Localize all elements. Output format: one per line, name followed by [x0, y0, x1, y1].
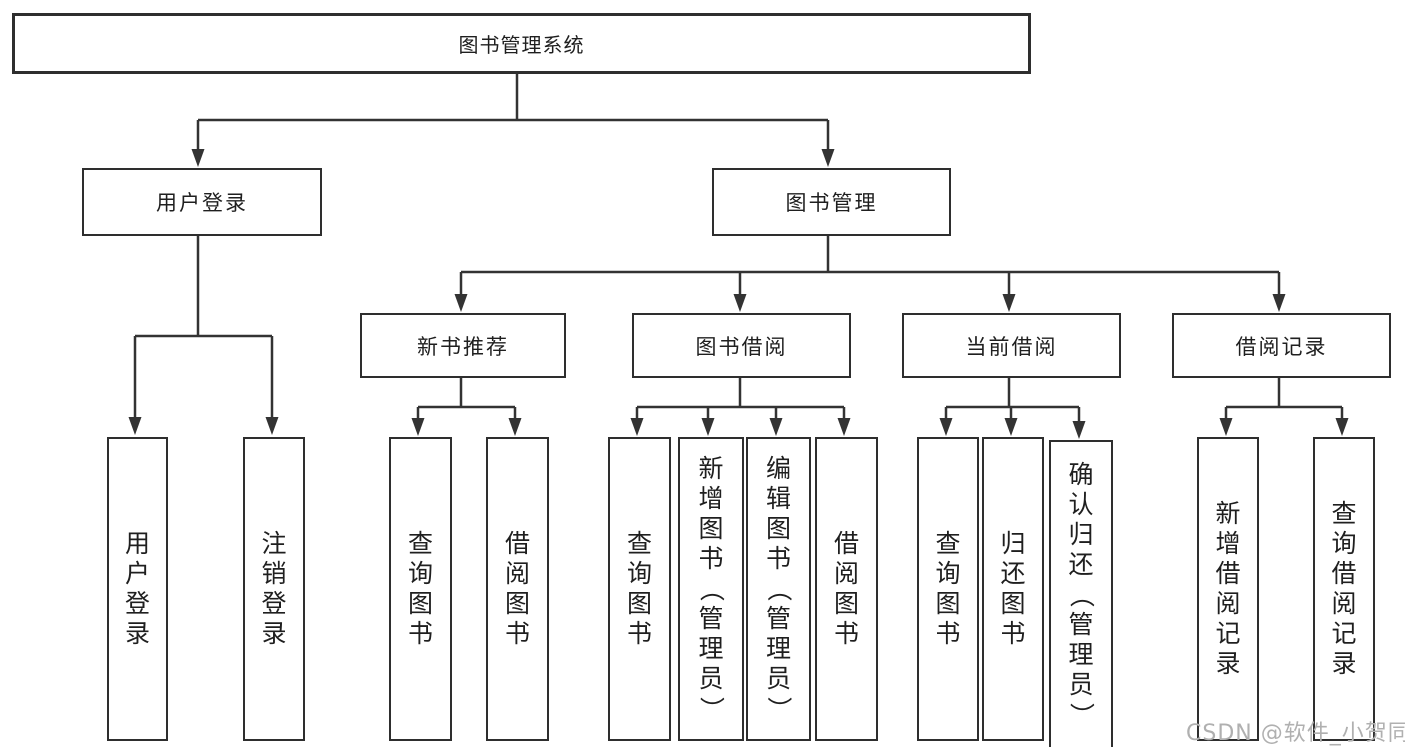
leaf-borrow-books: 借阅图书 — [486, 437, 549, 741]
leaf-query-books: 查询图书 — [917, 437, 979, 741]
leaf-query-borrow-record: 查询借阅记录 — [1313, 437, 1375, 741]
leaf-query-books: 查询图书 — [389, 437, 452, 741]
node-user-login: 用户登录 — [82, 168, 322, 236]
node-borrowing-records: 借阅记录 — [1172, 313, 1391, 378]
leaf-confirm-return-admin: 确认归还（管理员） — [1049, 440, 1113, 747]
leaf-query-books: 查询图书 — [608, 437, 671, 741]
leaf-add-book-admin: 新增图书（管理员） — [678, 437, 744, 741]
node-library-management-system: 图书管理系统 — [12, 13, 1031, 74]
leaf-return-books: 归还图书 — [982, 437, 1044, 741]
leaf-add-borrow-record: 新增借阅记录 — [1197, 437, 1259, 741]
node-new-book-recommendation: 新书推荐 — [360, 313, 566, 378]
node-book-management: 图书管理 — [712, 168, 951, 236]
arrowheads — [128, 149, 1349, 439]
watermark-text: CSDN @软件_小贺同学 — [1186, 721, 1405, 746]
node-current-borrowing: 当前借阅 — [902, 313, 1121, 378]
leaf-borrow-books: 借阅图书 — [815, 437, 878, 741]
node-book-borrowing: 图书借阅 — [632, 313, 851, 378]
leaf-user-login: 用户登录 — [107, 437, 168, 741]
leaf-edit-book-admin: 编辑图书（管理员） — [746, 437, 811, 741]
leaf-logout: 注销登录 — [243, 437, 305, 741]
